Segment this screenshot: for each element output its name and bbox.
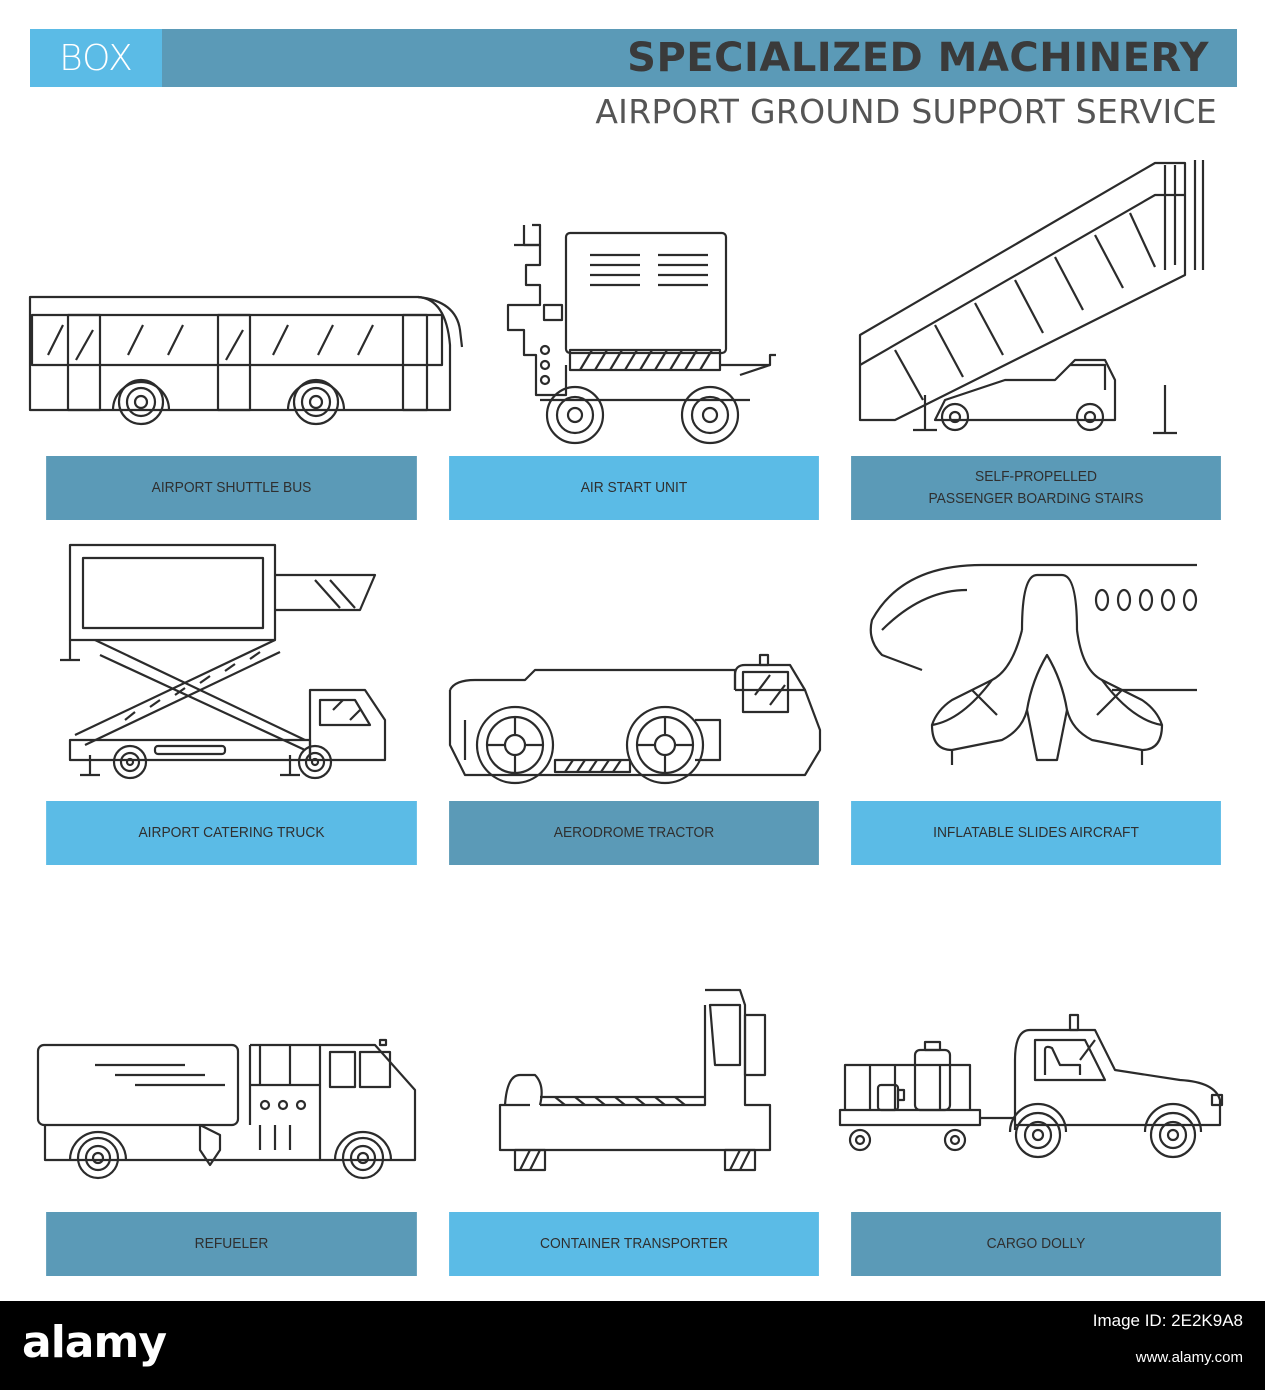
label-band-aerodrome-tractor: AERODROME TRACTOR <box>449 801 819 865</box>
label-band-container-transporter: CONTAINER TRANSPORTER <box>449 1212 819 1276</box>
boarding-stairs-icon <box>855 155 1215 445</box>
label-band-air-start-unit: AIR START UNIT <box>449 456 819 520</box>
item-label-catering-truck: AIRPORT CATERING TRUCK <box>138 824 325 841</box>
item-label-shuttle-bus: AIRPORT SHUTTLE BUS <box>151 479 312 496</box>
container-transporter-icon <box>495 985 780 1185</box>
item-label-refueler: REFUELER <box>194 1235 269 1252</box>
aerodrome-tractor-icon <box>445 650 825 780</box>
watermark-url: www.alamy.com <box>1135 1349 1243 1366</box>
label-band-shuttle-bus: AIRPORT SHUTTLE BUS <box>46 456 417 520</box>
cargo-dolly-icon <box>840 1010 1230 1170</box>
label-band-boarding-stairs: SELF-PROPELLED PASSENGER BOARDING STAIRS <box>851 456 1221 520</box>
watermark-logo: alamy <box>22 1317 167 1368</box>
label-band-refueler: REFUELER <box>46 1212 417 1276</box>
item-label-air-start-unit: AIR START UNIT <box>580 479 688 496</box>
header-bar: SPECIALIZED MACHINERY <box>162 29 1237 87</box>
item-label-cargo-dolly: CARGO DOLLY <box>986 1235 1086 1252</box>
item-label-inflatable-slides: INFLATABLE SLIDES AIRCRAFT <box>933 824 1139 841</box>
watermark-footer: alamy Image ID: 2E2K9A8 www.alamy.com <box>0 1301 1265 1390</box>
shuttle-bus-icon <box>18 285 468 430</box>
label-band-inflatable-slides: INFLATABLE SLIDES AIRCRAFT <box>851 801 1221 865</box>
item-label-boarding-stairs-line2: PASSENGER BOARDING STAIRS <box>928 490 1144 507</box>
header-box-label: BOX <box>30 29 162 87</box>
item-label-container-transporter: CONTAINER TRANSPORTER <box>540 1235 728 1252</box>
catering-truck-icon <box>55 540 400 785</box>
item-label-aerodrome-tractor: AERODROME TRACTOR <box>553 824 715 841</box>
air-start-unit-icon <box>500 215 790 455</box>
item-label-boarding-stairs: SELF-PROPELLED <box>975 468 1097 485</box>
page-subtitle: AIRPORT GROUND SUPPORT SERVICE <box>595 92 1217 131</box>
label-band-cargo-dolly: CARGO DOLLY <box>851 1212 1221 1276</box>
watermark-image-id: Image ID: 2E2K9A8 <box>1092 1311 1243 1330</box>
refueler-icon <box>35 1040 425 1180</box>
page-title: SPECIALIZED MACHINERY <box>627 35 1209 81</box>
label-band-catering-truck: AIRPORT CATERING TRUCK <box>46 801 417 865</box>
inflatable-slides-icon <box>862 560 1202 780</box>
